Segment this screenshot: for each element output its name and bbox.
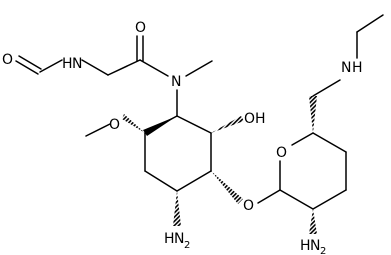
bond-ome-methyl [85, 123, 111, 137]
atom-ethylamine-n: N [341, 60, 351, 76]
bond-carbonyl-n [139, 59, 169, 77]
bond-formyl-cn [39, 59, 63, 73]
stereo-hash-glycosidic [211, 171, 243, 204]
atom-amine-left-sub: 2 [184, 240, 190, 251]
atom-methoxy-o: O [109, 117, 120, 133]
bond-n-ch2 [81, 59, 109, 76]
stereo-hash-nh2-left [173, 191, 181, 226]
stereo-hash-nh2-right [309, 209, 317, 234]
stereo-hash-ch2 [309, 96, 317, 133]
atom-formyl-h: H [62, 56, 73, 72]
atom-glycosidic-o: O [243, 198, 254, 214]
atom-labels: O H N O N OH O H N 2 O O H N 2 N H [2, 20, 363, 255]
bond-ringo-c5 [291, 132, 314, 146]
bonds-chain [15, 35, 213, 117]
atom-amide-n: N [171, 74, 181, 90]
atom-formyl-o: O [2, 52, 13, 68]
bond-o-anomeric [257, 189, 281, 204]
bond-ch2-n [312, 79, 341, 97]
stereo-wedge-c1 [143, 116, 177, 136]
atom-amine-left-n: N [174, 231, 184, 247]
bond-c1-c2 [176, 115, 212, 134]
bonds-ethylamine [312, 14, 384, 97]
atom-amide-o: O [135, 20, 146, 36]
stereo-hash-ome [122, 114, 145, 133]
atom-amine-right-n: N [310, 238, 320, 254]
atom-ring-o: O [276, 145, 287, 161]
stereo-hash-oh [211, 116, 244, 133]
bond-formyl-co-1 [15, 60, 39, 75]
bond-ch2-carbonyl [107, 59, 141, 76]
atom-amine-right-h: H [300, 238, 311, 254]
bond-ethyl-ch3 [356, 14, 384, 33]
atom-ethylamine-h: H [352, 60, 363, 76]
atom-hydroxyl: OH [244, 111, 266, 127]
bond-formyl-co-2 [18, 55, 42, 70]
bond-c2-anomeric [279, 189, 314, 210]
bond-c3-c4 [176, 170, 212, 192]
bond-n-methyl [185, 60, 213, 77]
bonds-pyran [257, 132, 347, 210]
bond-c3-c2 [312, 189, 347, 210]
atom-amine-left-h: H [164, 231, 175, 247]
bond-c4-c5 [144, 170, 178, 192]
atom-amine-right-sub: 2 [320, 246, 326, 255]
bond-c5-c4 [312, 132, 347, 153]
atom-formyl-n: N [72, 56, 82, 72]
